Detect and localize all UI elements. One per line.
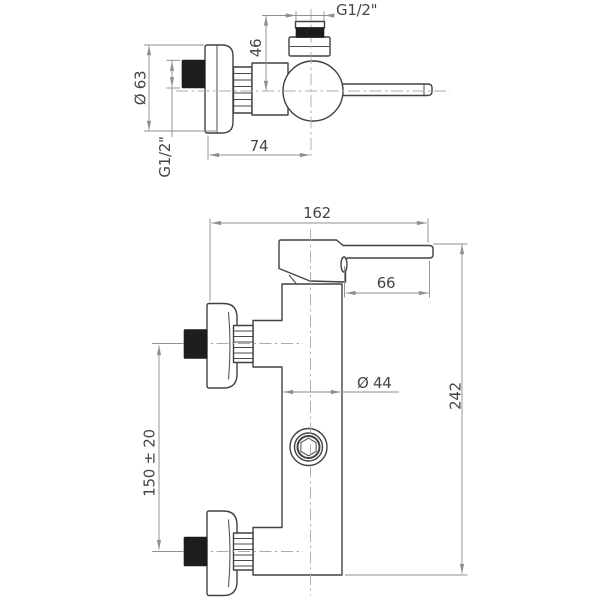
front-top-port (206, 302, 254, 389)
front-handle-neck-line (288, 274, 297, 285)
dim-port-spacing (153, 343, 182, 552)
front-bottom-thread-block (183, 536, 208, 567)
side-view-threads (181, 27, 325, 89)
side-collar-nut (232, 66, 253, 114)
label-wall-thread: G1/2" (156, 136, 174, 177)
side-lever-rod (340, 83, 433, 97)
front-handle-body (278, 239, 434, 283)
label-port-spacing: 150 ± 20 (141, 429, 159, 496)
dim-flange-diameter (144, 44, 216, 132)
dim-wall-thread (166, 59, 180, 137)
front-top-thread-block (183, 329, 208, 359)
label-top-thread: G1/2" (336, 1, 377, 19)
front-outlet-port (289, 427, 328, 467)
outlet-hex-socket (300, 437, 317, 457)
label-total-height: 242 (447, 382, 465, 410)
label-flange-diameter: Ø 63 (132, 71, 150, 105)
dim-total-height (345, 243, 468, 576)
front-body (252, 283, 343, 576)
dim-lever-length (344, 261, 430, 298)
front-handle-pivot (340, 256, 348, 273)
front-handle (278, 239, 434, 285)
side-view-dimensions (144, 11, 335, 160)
side-flange (204, 44, 234, 134)
side-view (204, 20, 433, 134)
label-body-diameter: Ø 44 (357, 374, 391, 392)
side-wall-thread-block (181, 59, 206, 89)
dimension-labels: G1/2" 46 Ø 63 G1/2" 74 162 66 Ø 44 242 1… (132, 1, 465, 497)
dim-depth (207, 135, 310, 160)
label-total-depth: 162 (303, 204, 331, 222)
side-outlet-pipe-end (294, 20, 326, 29)
front-view-threads (183, 329, 208, 567)
front-view (206, 239, 434, 597)
label-top-height: 46 (247, 39, 265, 58)
front-bottom-port (206, 510, 254, 597)
front-top-flange (206, 302, 238, 389)
front-bottom-flange (206, 510, 238, 597)
front-view-dimensions (153, 218, 468, 576)
dim-total-depth (209, 218, 429, 301)
label-depth: 74 (250, 137, 269, 155)
dim-top-thread (262, 11, 335, 21)
label-lever-length: 66 (377, 274, 396, 292)
side-outlet-thread-block (295, 27, 325, 38)
